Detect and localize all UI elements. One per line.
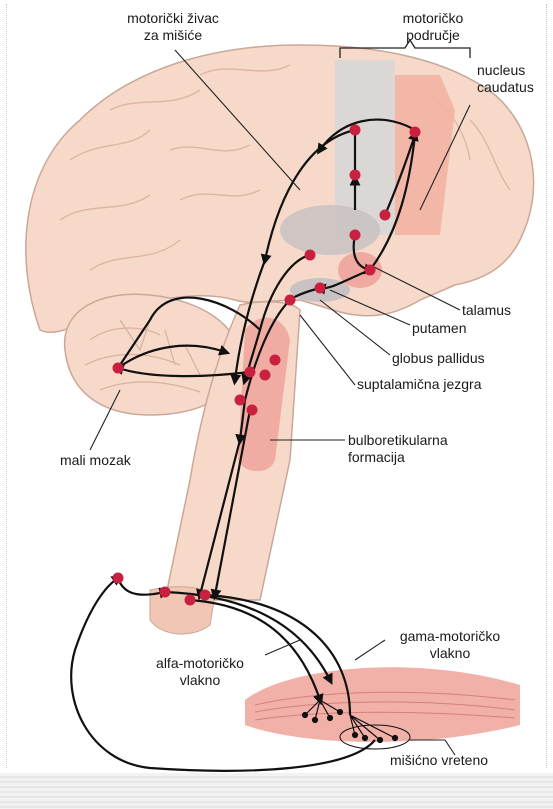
node-rf-3 [270, 355, 281, 366]
node-rf-5 [247, 405, 258, 416]
label-talamus: talamus [462, 302, 511, 319]
label-alpha-fiber: alfa-motoričko vlakno [135, 655, 265, 689]
node-rf-4 [235, 395, 246, 406]
node-rf-1 [245, 367, 256, 378]
node-motor-2 [410, 127, 421, 138]
node-putamen [315, 283, 326, 294]
node-spinal-loop [113, 573, 124, 584]
label-bulboreticular: bulboretikularna formacija [348, 432, 448, 466]
node-basal [350, 230, 361, 241]
footer-strip [0, 773, 553, 809]
basal-ganglia [280, 205, 380, 255]
label-globus-pallidus: globus pallidus [392, 350, 485, 367]
node-pallidus [285, 295, 296, 306]
label-cerebellum: mali mozak [60, 452, 131, 469]
node-motor-3 [350, 170, 361, 181]
node-rf-2 [260, 370, 271, 381]
label-gamma-fiber: gama-motoričko vlakno [380, 628, 520, 662]
node-spinal-3 [200, 590, 211, 601]
muscle [245, 667, 520, 742]
node-caudate [380, 210, 391, 221]
node-cerebellum [113, 363, 124, 374]
label-muscle-spindle: mišićno vreteno [390, 752, 488, 769]
label-motor-nerve: motorički živac za mišiće [88, 10, 258, 44]
label-nucleus-caudatus: nucleus caudatus [477, 62, 553, 96]
node-thalamus [365, 265, 376, 276]
node-motor-1 [350, 125, 361, 136]
cerebrum [26, 45, 534, 332]
label-putamen: putamen [412, 320, 466, 337]
node-spinal-2 [185, 595, 196, 606]
label-subthalamic: suptalamična jezgra [357, 376, 482, 393]
node-spinal-1 [160, 587, 171, 598]
label-motor-area: motoričko područje [378, 10, 488, 44]
node-basal-2 [305, 250, 316, 261]
